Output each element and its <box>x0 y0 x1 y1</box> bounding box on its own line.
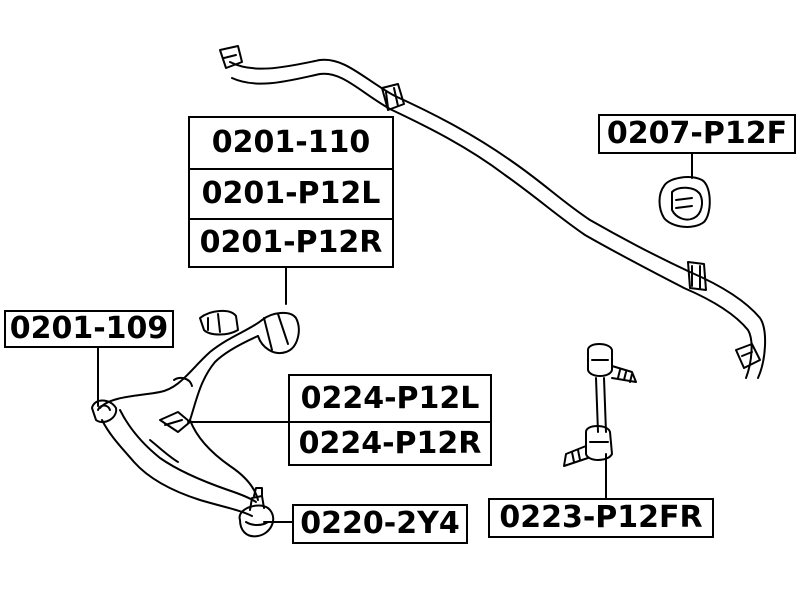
part-number-0201-109: 0201-109 <box>4 310 174 348</box>
part-number-0201-110: 0201-110 <box>211 125 371 160</box>
part-number-0220-2y4: 0220-2Y4 <box>292 504 468 544</box>
part-number-0201-p12r: 0201-P12R <box>190 218 392 266</box>
part-number-0223-p12fr: 0223-P12FR <box>488 498 714 538</box>
part-number-0224-p12r: 0224-P12R <box>290 421 490 464</box>
leader-lines <box>97 153 693 523</box>
lower-control-arm <box>91 310 300 517</box>
stabilizer-link-part <box>563 343 637 467</box>
part-number-0207-p12f: 0207-P12F <box>598 114 796 154</box>
part-number-0224-p12l: 0224-P12L <box>300 380 480 416</box>
part-number-0201-p12l: 0201-P12L <box>190 168 392 218</box>
middle-part-number-stack: 0224-P12L 0224-P12R <box>288 374 492 466</box>
ball-joint-part <box>238 487 275 538</box>
stabilizer-bushing-part <box>658 176 711 228</box>
stabilizer-bar <box>219 45 767 379</box>
upper-part-number-stack: 0201-110 0201-P12L 0201-P12R <box>188 116 394 268</box>
